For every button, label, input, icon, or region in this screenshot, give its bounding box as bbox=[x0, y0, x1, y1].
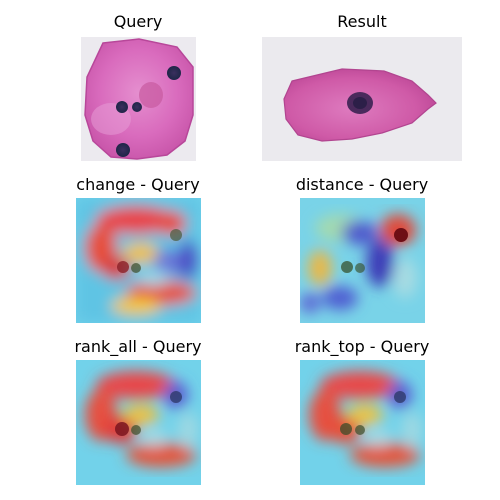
heatmap-rank-top bbox=[300, 360, 425, 485]
panel-title-query: Query bbox=[113, 12, 163, 31]
panel-title-result: Result bbox=[337, 12, 387, 31]
panel-title-distance: distance - Query bbox=[295, 175, 429, 194]
heatmap-rank-all bbox=[76, 360, 201, 485]
query-cell-image bbox=[81, 37, 196, 161]
panel-title-change: change - Query bbox=[76, 175, 200, 194]
result-cell-image bbox=[262, 37, 462, 161]
panel-title-rank-top: rank_top - Query bbox=[294, 337, 430, 356]
heatmap-distance bbox=[300, 198, 425, 323]
heatmap-change bbox=[76, 198, 201, 323]
panel-title-rank-all: rank_all - Query bbox=[74, 337, 202, 356]
